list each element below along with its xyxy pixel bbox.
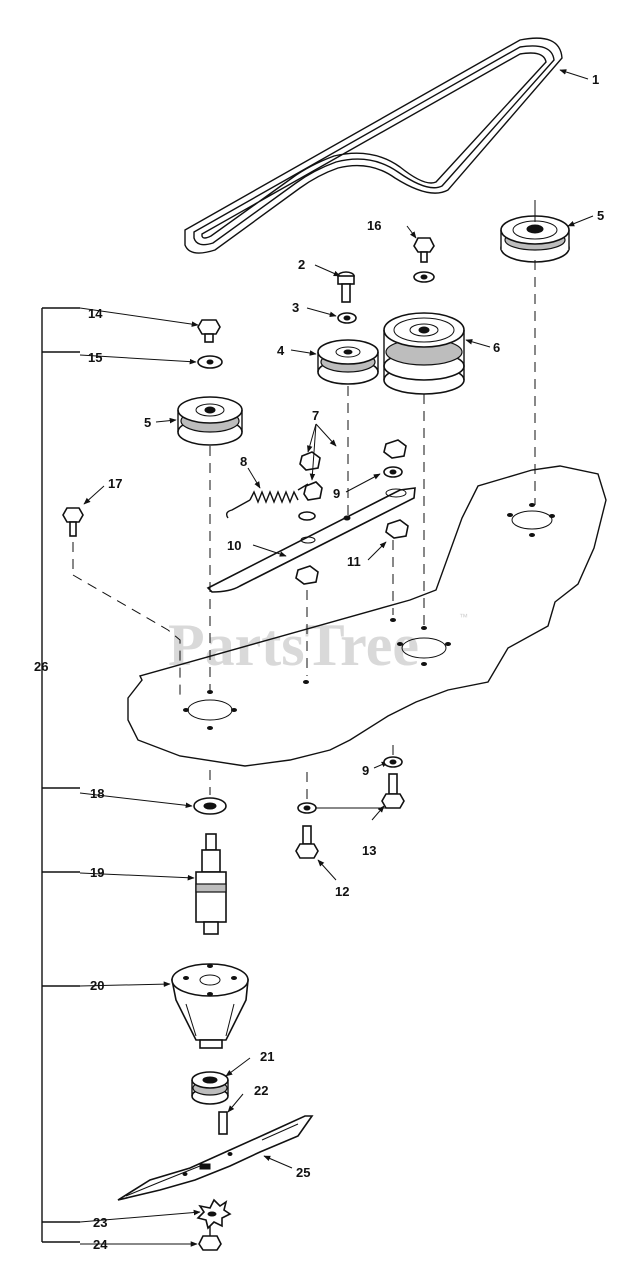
callout-11: 11 <box>347 554 361 569</box>
left-pulley-assembly <box>177 319 243 446</box>
callout-1: 1 <box>592 72 599 87</box>
pulley-right <box>500 200 570 263</box>
nuts-11 <box>295 519 409 585</box>
callout-23: 23 <box>93 1215 107 1230</box>
spindle-assembly <box>193 797 227 935</box>
upper-nuts-washers <box>298 439 407 521</box>
star-washer-and-bolt <box>196 1198 232 1251</box>
pulley-double-6 <box>383 312 465 395</box>
callout-17: 17 <box>108 476 122 491</box>
callout-20: 20 <box>90 978 104 993</box>
callout-7: 7 <box>312 408 319 423</box>
callout-2: 2 <box>298 257 305 272</box>
bracket-26 <box>41 307 80 1243</box>
v-belt <box>184 37 563 254</box>
callout-8: 8 <box>240 454 247 469</box>
bearing-and-pin <box>191 1071 229 1135</box>
callout-19: 19 <box>90 865 104 880</box>
callout-9-lower: 9 <box>362 763 369 778</box>
blade-25 <box>117 1115 314 1201</box>
callout-4: 4 <box>277 343 285 358</box>
spring-8 <box>225 483 309 519</box>
callout-6: 6 <box>493 340 500 355</box>
bolt-16 <box>413 237 435 283</box>
callout-9-upper: 9 <box>333 486 340 501</box>
watermark-trademark: ™ <box>459 612 468 622</box>
callout-5-left: 5 <box>144 415 151 430</box>
callout-13: 13 <box>362 843 376 858</box>
idler-assembly <box>317 271 379 385</box>
spindle-housing-20 <box>171 963 249 1049</box>
callout-16: 16 <box>367 218 381 233</box>
lower-hardware <box>295 756 405 859</box>
assembly-lines <box>72 260 536 800</box>
watermark-brand: PartsTree <box>168 612 419 678</box>
deck-plate <box>127 465 607 767</box>
callout-26: 26 <box>34 659 48 674</box>
callout-15: 15 <box>88 350 102 365</box>
idler-arm-10 <box>206 487 416 593</box>
callout-25: 25 <box>296 1165 310 1180</box>
callout-24: 24 <box>93 1237 108 1252</box>
callout-14: 14 <box>88 306 103 321</box>
callout-22: 22 <box>254 1083 268 1098</box>
callout-5-right: 5 <box>597 208 604 223</box>
callout-3: 3 <box>292 300 299 315</box>
callout-12: 12 <box>335 884 349 899</box>
leader-lines <box>79 69 594 1247</box>
callout-labels: 1 2 3 4 5 5 6 7 8 9 9 10 11 12 13 14 15 … <box>34 72 604 1252</box>
callout-18: 18 <box>90 786 104 801</box>
bolt-17 <box>62 507 84 537</box>
callout-10: 10 <box>227 538 241 553</box>
callout-21: 21 <box>260 1049 274 1064</box>
watermark: PartsTree ™ <box>168 612 468 678</box>
